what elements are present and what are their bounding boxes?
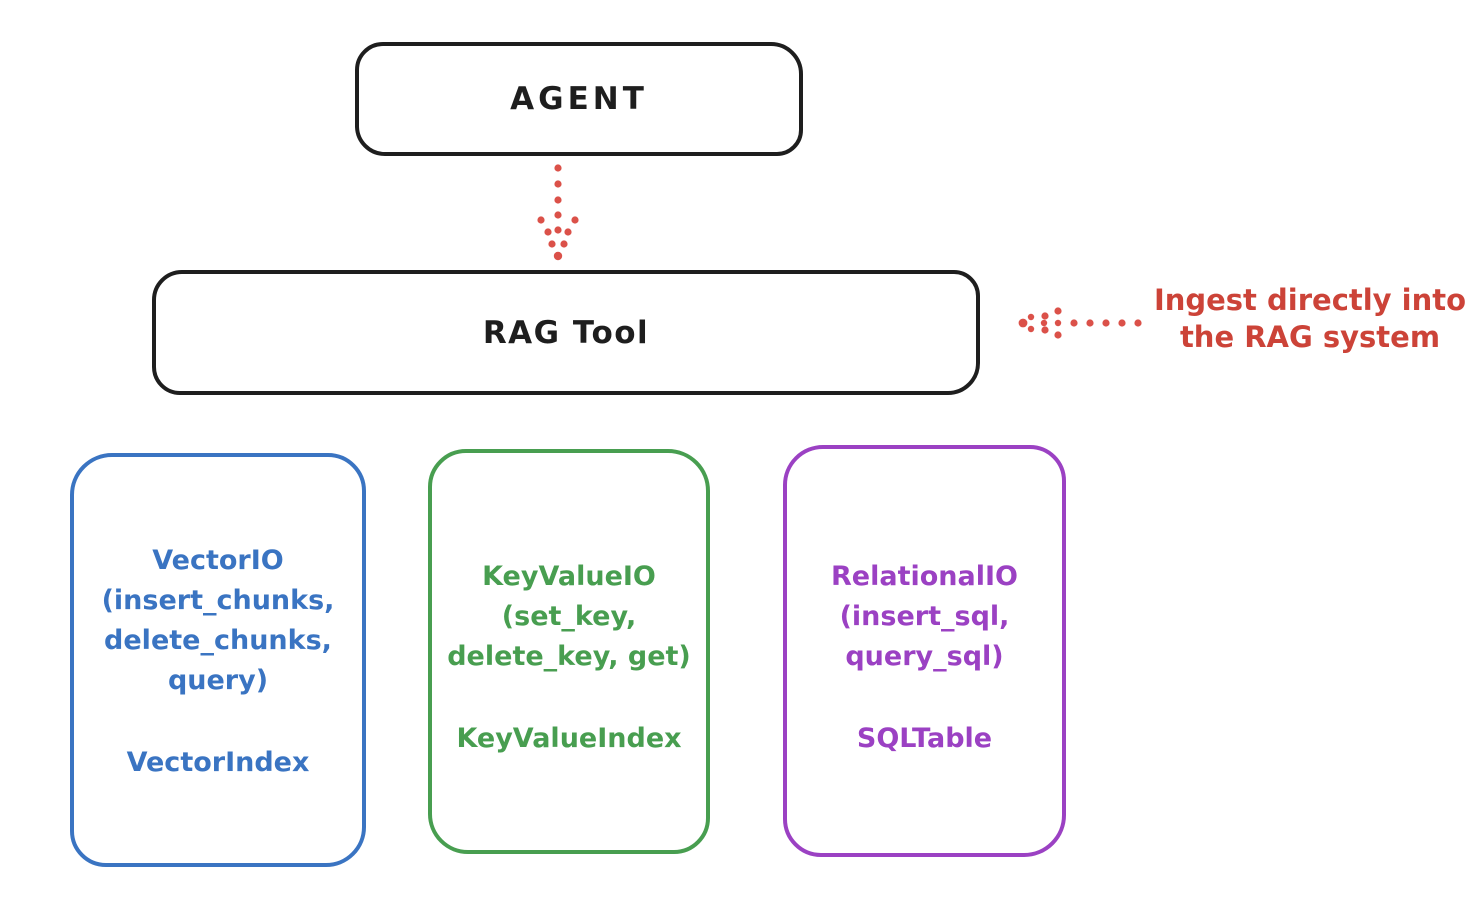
relational-io-line-1: RelationalIO (831, 561, 1018, 592)
sql-table-label: SQLTable (856, 723, 993, 754)
key-value-io-line-2: (set_key, (501, 601, 637, 632)
annotation-line-1: Ingest directly into (1153, 283, 1467, 317)
relational-io-line-3: query_sql) (845, 641, 1004, 672)
agent-to-ragtool-arrow-icon (537, 164, 579, 261)
agent-label: AGENT (510, 81, 648, 117)
relational-io-line-2: (insert_sql, (839, 601, 1010, 632)
key-value-io-line-3: delete_key, get) (447, 641, 691, 672)
key-value-io-line-1: KeyValueIO (482, 561, 656, 592)
vector-io-line-4: query) (167, 665, 269, 696)
vector-index-label: VectorIndex (126, 747, 310, 778)
key-value-io-node: KeyValueIO (set_key, delete_key, get) Ke… (428, 449, 710, 854)
vector-io-line-3: delete_chunks, (104, 625, 332, 656)
ingest-annotation: Ingest directly into the RAG system (1136, 282, 1484, 356)
vector-io-line-1: VectorIO (152, 545, 284, 576)
vector-io-node: VectorIO (insert_chunks, delete_chunks, … (70, 453, 366, 867)
rag-tool-label: RAG Tool (482, 314, 650, 351)
annotation-line-2: the RAG system (1179, 320, 1441, 354)
relational-io-node: RelationalIO (insert_sql, query_sql) SQL… (783, 445, 1066, 857)
vector-io-line-2: (insert_chunks, (101, 585, 335, 616)
agent-node: AGENT (355, 42, 803, 156)
rag-tool-node: RAG Tool (152, 270, 980, 395)
ingest-arrow-icon (1018, 307, 1142, 339)
key-value-index-label: KeyValueIndex (456, 723, 682, 754)
